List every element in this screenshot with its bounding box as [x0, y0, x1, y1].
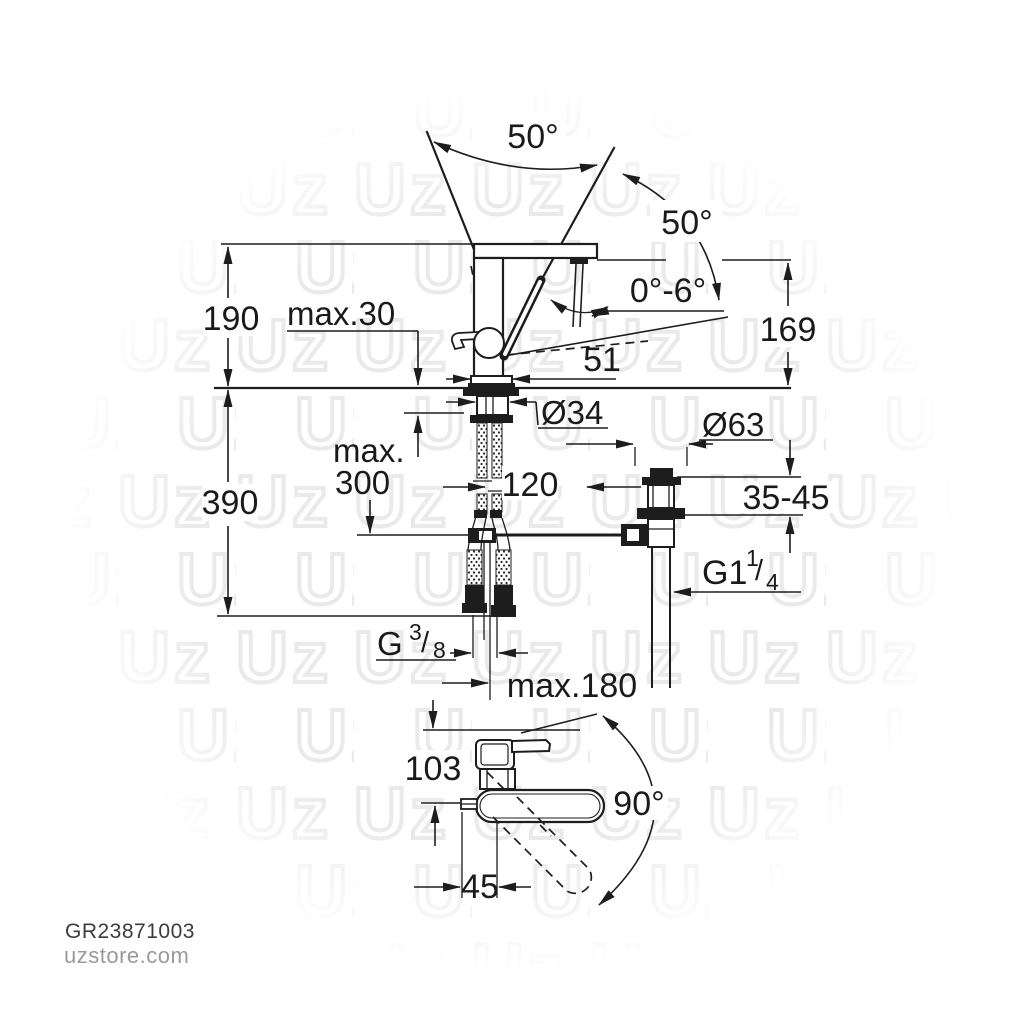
spout-top-plate [472, 242, 599, 260]
hose-sleeve [490, 510, 502, 518]
outlet-stream-lines [572, 263, 584, 328]
dim-label-waste-dia: Ø63 [702, 406, 764, 443]
waste-neck [647, 484, 675, 509]
supply-hose-left [476, 422, 488, 479]
top-view: max.180 103 90° 45 [405, 667, 668, 906]
product-code: GR23871003 [65, 920, 195, 943]
hose-lower-right [495, 549, 512, 586]
dim-label-rod-offset: 120 [502, 466, 559, 504]
dim-label-shank-dia: Ø34 [541, 394, 603, 431]
dim-label-body-height: 190 [203, 300, 260, 338]
body-top-view [479, 768, 516, 790]
supply-hose-right [491, 493, 503, 513]
lever-handle-highlight [503, 280, 542, 356]
dimensions-front: 190 390 max.30 max. 300 169 51 Ø34 12 [202, 246, 834, 663]
waste-flange [637, 508, 685, 519]
watermark-layer [66, 84, 958, 976]
waste-cap [642, 477, 681, 485]
spout-swivel-ghost [492, 794, 593, 895]
hose-sleeve [474, 510, 487, 518]
hose-fitting-right [494, 585, 513, 607]
label-bg [500, 112, 566, 156]
label-bg [502, 466, 558, 500]
hose-lower-left [466, 549, 483, 586]
dim-label-supply-thread: G [377, 625, 403, 662]
base-ring [470, 375, 513, 385]
dim-label-base-offset: 45 [461, 868, 499, 906]
waste-knob [650, 468, 673, 477]
front-view: 50° 50° 0°-6° [213, 112, 792, 700]
dim-label-lever-length: 103 [405, 750, 462, 788]
hose-fitting-left [465, 585, 484, 605]
base-gasket [468, 383, 515, 390]
top-angle-arc [433, 141, 598, 173]
rod-port-detail [627, 529, 639, 541]
dim-label-depth-max-1: max. [333, 432, 405, 469]
faucet-body [472, 256, 505, 387]
dim-label-supply-thread-sub: 8 [433, 637, 446, 663]
handle-hook [450, 331, 479, 351]
dim-label-reach-max: max.180 [507, 667, 637, 705]
dim-label-side-angle: 50° [661, 204, 712, 242]
nut-detail [485, 396, 494, 415]
site-name: uzstore.com [64, 943, 189, 968]
footer: GR23871003 uzstore.com [64, 920, 195, 968]
label-bg [406, 750, 460, 784]
spout-top-view [474, 788, 606, 824]
lever-top-detail [480, 743, 509, 766]
extension-lines [634, 447, 688, 466]
popup-waste-assembly [621, 468, 685, 688]
label-bg [202, 484, 258, 521]
spout-zero-line-dashed [505, 340, 649, 356]
dim-lines [677, 476, 803, 516]
hose-fitting-left-flange [462, 603, 487, 613]
waste-body [647, 518, 675, 548]
label-bg [650, 200, 722, 242]
dim-label-supply-thread-slash: / [421, 627, 430, 659]
label-bg [740, 481, 834, 513]
rod-tee-detail [479, 531, 492, 540]
extension-lines [472, 615, 498, 700]
washer [470, 415, 513, 423]
label-bg [610, 786, 668, 820]
dim-label-supply-thread-sup: 3 [409, 619, 422, 645]
tilt-indicator-arc [550, 299, 609, 319]
label-bg [759, 308, 817, 347]
shank-flange [463, 388, 519, 396]
supply-hose-right [491, 422, 503, 479]
waste-neck-detail [652, 485, 670, 508]
label-bg [203, 300, 258, 336]
dim-label-waste-thread-slash: / [755, 555, 764, 587]
dim-label-waste-thread-sup: 1 [746, 545, 759, 571]
dim-label-outlet-offset: 51 [583, 341, 621, 379]
dim-label-depth-max-2: 300 [335, 464, 390, 501]
extension-lines [461, 812, 498, 898]
dim-label-outlet-height: 169 [760, 311, 817, 349]
leader [535, 401, 608, 429]
lever-bar-top-view [511, 738, 552, 754]
dim-label-deck-range: 35-45 [743, 479, 830, 517]
dim-label-top-angle: 50° [507, 118, 558, 156]
dim-label-spout-tilt: 0°-6° [630, 272, 706, 310]
handle-pivot [473, 327, 505, 359]
dim-label-deck-max: max.30 [287, 295, 395, 332]
dim-label-waste-thread: G1 [702, 554, 747, 592]
hose-fitting-right-flange [491, 605, 516, 617]
aerator [570, 258, 588, 264]
dim-label-total-depth: 390 [202, 484, 259, 522]
dim-label-swivel: 90° [613, 785, 664, 823]
supply-hose-left [476, 493, 488, 513]
hose-curves [467, 511, 511, 551]
spout-tilt-line [503, 316, 729, 357]
waste-tailpipe [651, 547, 671, 688]
dim-label-waste-thread-sub: 4 [766, 569, 779, 595]
